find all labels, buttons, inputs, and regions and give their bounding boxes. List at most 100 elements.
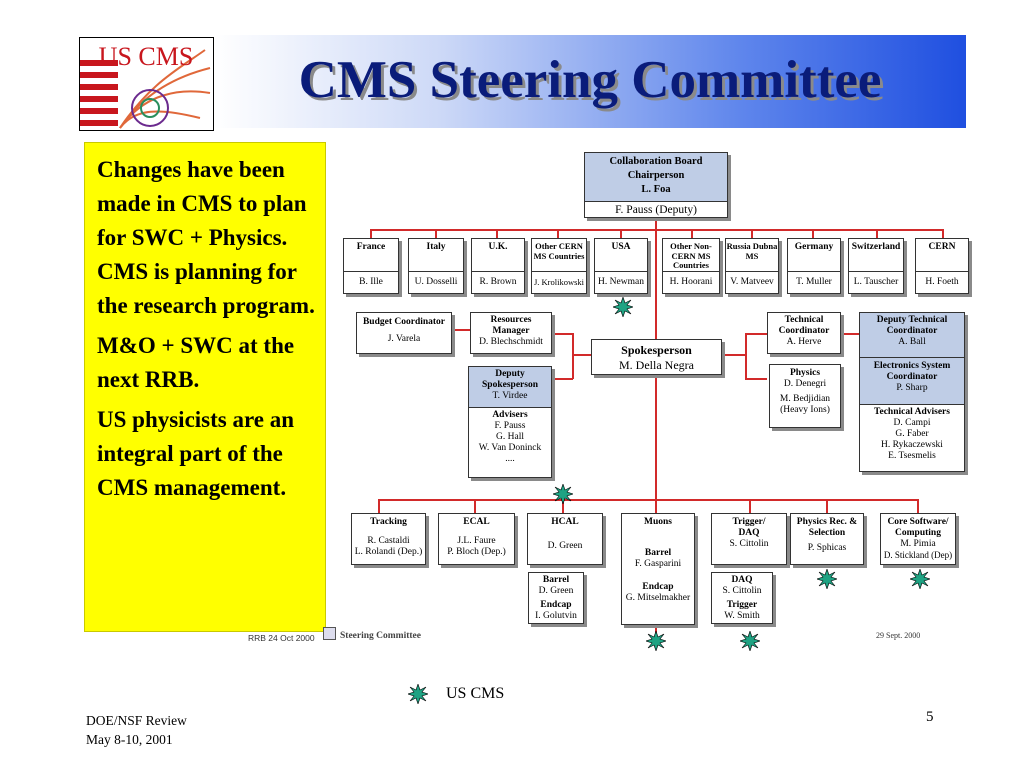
- country-title: CERN: [916, 239, 968, 272]
- country-name: R. Brown: [479, 277, 517, 287]
- project-name: P. Bloch (Dep.): [447, 547, 506, 557]
- country-name: B. Ille: [359, 277, 383, 287]
- tech-advisers-title: Technical Advisers: [874, 407, 950, 417]
- spokes-to-right: [722, 354, 746, 356]
- board-deputy: F. Pauss (Deputy): [615, 204, 697, 216]
- deputy-spokesperson-box: Deputy Spokesperson T. Virdee Advisers F…: [468, 366, 552, 478]
- physics-name-1: D. Denegri: [783, 379, 827, 389]
- deputy-link: [551, 378, 573, 380]
- country-name: J. Krolikowski: [533, 277, 585, 287]
- resources-name: D. Blechschmidt: [479, 337, 543, 347]
- muons-endcap-name: G. Mitselmakher: [625, 593, 691, 603]
- spine-line: [655, 218, 657, 646]
- c-drop-8: [812, 229, 814, 238]
- footer-line-1: DOE/NSF Review: [86, 713, 187, 728]
- budget-name: J. Varela: [387, 334, 421, 344]
- page-number: 5: [926, 709, 934, 725]
- note-paragraph-1: Changes have been made in CMS to plan fo…: [97, 157, 315, 318]
- right-vertical: [745, 333, 747, 380]
- resources-title: Resources Manager: [490, 315, 532, 336]
- country-title: U.K.: [472, 239, 524, 272]
- country-name: H. Hoorani: [669, 277, 713, 287]
- hcal-barrel-name: D. Green: [538, 586, 574, 596]
- c-drop-1: [370, 229, 372, 238]
- country-name: L. Tauscher: [853, 277, 899, 287]
- c-drop-7: [751, 229, 753, 238]
- chart-footer-square: [323, 627, 336, 640]
- c-drop-9: [876, 229, 878, 238]
- tech-adviser-1: D. Campi: [893, 418, 931, 428]
- p-drop-6: [826, 499, 828, 513]
- collaboration-board-box: Collaboration Board Chairperson L. Foa F…: [584, 152, 728, 218]
- project-title: HCAL: [551, 517, 579, 527]
- hcal-endcap-name: I. Golutvin: [535, 611, 577, 621]
- country-name: T. Muller: [796, 277, 832, 287]
- muons-barrel-name: F. Gasparini: [634, 559, 682, 569]
- tech-adviser-2: G. Faber: [895, 429, 929, 439]
- starburst-icon: [553, 484, 573, 504]
- project-physics-rec: Physics Rec. & Selection P. Sphicas: [790, 513, 864, 565]
- c-drop-2: [435, 229, 437, 238]
- hcal-sub-box: Barrel D. Green Endcap I. Golutvin: [528, 572, 584, 624]
- project-name: J.L. Faure: [457, 536, 496, 546]
- resources-link: [551, 333, 573, 335]
- country-title: USA: [595, 239, 647, 272]
- deputy-spokes-title: Deputy Spokesperson: [482, 369, 538, 390]
- deputy-tech-title: Deputy Technical Coordinator: [876, 315, 948, 336]
- country-title: Italy: [409, 239, 463, 272]
- starburst-icon: [408, 684, 428, 704]
- country-title: Other Non-CERN MS Countries: [663, 239, 719, 272]
- legend-label: US CMS: [446, 685, 505, 702]
- country-name: V. Matveev: [730, 277, 774, 287]
- project-tracking: Tracking R. Castaldi L. Rolandi (Dep.): [351, 513, 426, 565]
- project-title: Trigger/ DAQ: [732, 517, 766, 538]
- c-drop-6: [691, 229, 693, 238]
- muons-endcap-label: Endcap: [642, 582, 674, 592]
- project-name: M. Pimia: [900, 539, 936, 549]
- footer-left: DOE/NSF Review May 8-10, 2001: [86, 711, 187, 749]
- country-title: Russia Dubna MS: [726, 239, 778, 272]
- electronics-title: Electronics System Coordinator: [873, 361, 951, 382]
- board-chair-name: L. Foa: [641, 184, 671, 195]
- daq-name: S. Cittolin: [722, 586, 762, 596]
- starburst-icon: [613, 297, 633, 317]
- physics-title: Physics: [789, 368, 821, 378]
- country-title: Switzerland: [849, 239, 903, 272]
- logo-text: US CMS: [99, 42, 194, 71]
- project-name: D. Stickland (Dep): [881, 550, 955, 561]
- budget-link: [452, 329, 470, 331]
- p-drop-2: [474, 499, 476, 513]
- country-box: Italy U. Dosselli: [408, 238, 464, 294]
- physics-name-2: M. Bedjidian: [779, 394, 831, 404]
- tech-coord-name: A. Herve: [786, 337, 822, 347]
- deputy-tech-link: [841, 333, 859, 335]
- resources-manager-box: Resources Manager D. Blechschmidt: [470, 312, 552, 354]
- c-drop-4: [557, 229, 559, 238]
- starburst-icon: [910, 569, 930, 589]
- project-name: S. Cittolin: [729, 539, 769, 549]
- title-band: [214, 35, 966, 128]
- country-name: H. Foeth: [925, 277, 959, 287]
- tech-coord-title: Technical Coordinator: [778, 315, 830, 336]
- trigger-sub-box: DAQ S. Cittolin Trigger W. Smith: [711, 572, 773, 624]
- country-name: U. Dosselli: [414, 277, 458, 287]
- physics-link: [745, 378, 767, 380]
- project-ecal: ECAL J.L. Faure P. Bloch (Dep.): [438, 513, 515, 565]
- tech-link: [745, 333, 767, 335]
- project-trigger-daq: Trigger/ DAQ S. Cittolin: [711, 513, 787, 565]
- deputy-tech-name: A. Ball: [898, 337, 926, 347]
- adviser-2: G. Hall: [496, 432, 524, 442]
- physics-box: Physics D. Denegri M. Bedjidian (Heavy I…: [769, 364, 841, 428]
- p-drop-1: [378, 499, 380, 513]
- adviser-4: ....: [505, 454, 515, 464]
- project-title: Muons: [644, 517, 672, 527]
- physics-name-3: (Heavy Ions): [780, 405, 830, 415]
- project-hcal: HCAL D. Green: [527, 513, 603, 565]
- country-box: U.K. R. Brown: [471, 238, 525, 294]
- left-vertical: [572, 333, 574, 379]
- p-drop-7: [917, 499, 919, 513]
- board-title-2: Chairperson: [627, 170, 685, 181]
